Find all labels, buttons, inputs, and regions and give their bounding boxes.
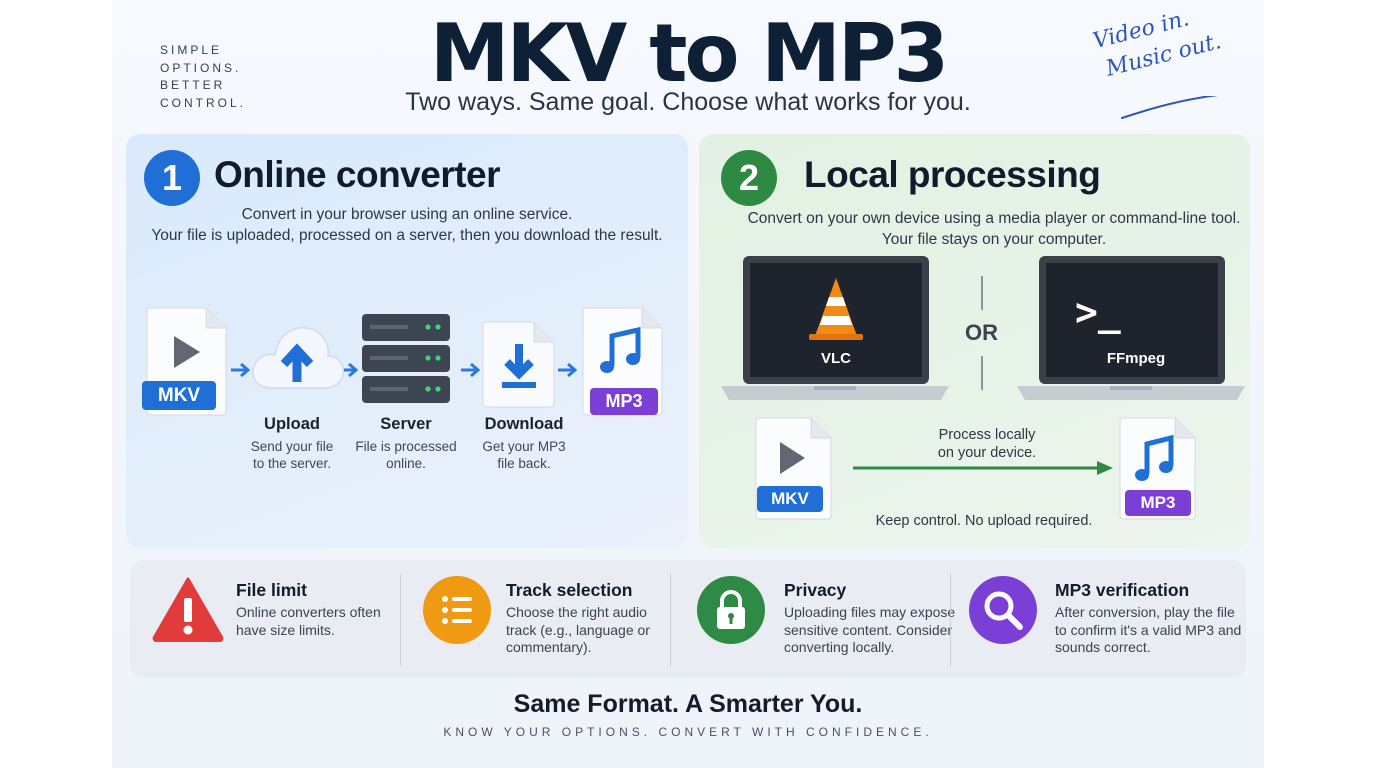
- step-text: Send your file: [250, 439, 334, 454]
- tip-text: After conversion, play the file to confi…: [1055, 604, 1245, 657]
- step-text: file back.: [497, 456, 551, 471]
- step-number-badge: 1: [144, 150, 200, 206]
- tip-text-line: After conversion, play the file: [1055, 604, 1235, 620]
- footer-headline: Same Format. A Smarter You.: [513, 690, 863, 718]
- mp3-badge: MP3: [590, 388, 658, 415]
- process-label-line: Process locally: [938, 427, 1036, 443]
- download-file-icon: [482, 321, 555, 408]
- step-title: Server: [380, 415, 432, 433]
- arrow-right-icon: [558, 362, 578, 378]
- online-converter-title: Online converter: [214, 154, 501, 195]
- page-subtitle: Two ways. Same goal. Choose what works f…: [405, 88, 971, 116]
- online-converter-panel: 1 Online converter Convert in your brows…: [126, 134, 688, 548]
- arrow-right-icon: [461, 362, 481, 378]
- tip-file-limit: File limit Online converters often have …: [236, 580, 406, 639]
- step-number-badge: 2: [721, 150, 777, 206]
- tip-text-line: Choose the right audio: [506, 604, 647, 620]
- tip-text-line: have size limits.: [236, 621, 335, 638]
- tip-text-line: Uploading files may expose: [784, 604, 956, 620]
- step-title: Upload: [264, 415, 320, 433]
- step-title: Download: [484, 415, 564, 433]
- separator-line: [981, 356, 983, 390]
- tagline-line: OPTIONS.: [160, 60, 242, 75]
- local-processing-description: Convert on your own device using a media…: [699, 208, 1264, 250]
- mp3-badge: MP3: [1125, 490, 1191, 516]
- step-download: Download Get your MP3 file back.: [464, 415, 584, 472]
- page-title: MKV to MP3: [429, 7, 949, 100]
- local-processing-panel: 2 Local processing Convert on your own d…: [699, 134, 1250, 548]
- separator-line: [981, 276, 983, 310]
- local-note: Keep control. No upload required.: [875, 513, 1093, 529]
- tip-text-line: converting locally.: [784, 639, 895, 655]
- divider: [670, 574, 671, 666]
- arrow-right-icon: [853, 461, 1113, 475]
- mkv-badge: MKV: [757, 486, 823, 512]
- tip-text-line: to confirm it's a valid MP3 and: [1055, 621, 1242, 638]
- description-line: Convert in your browser using an online …: [241, 206, 573, 223]
- description-line: Your file is uploaded, processed on a se…: [151, 227, 663, 244]
- cloud-upload-icon: [252, 327, 344, 389]
- process-locally-label: Process locally on your device.: [897, 426, 1077, 462]
- arrow-right-icon: [231, 362, 251, 378]
- mkv-badge: MKV: [142, 381, 216, 410]
- tip-text: Choose the right audio track (e.g., lang…: [506, 604, 676, 657]
- or-label: OR: [965, 320, 998, 345]
- local-processing-title: Local processing: [804, 154, 1101, 195]
- tip-title: MP3 verification: [1055, 580, 1190, 600]
- tip-text-line: track (e.g., language or: [506, 621, 650, 638]
- process-label-line: on your device.: [937, 445, 1037, 461]
- tagline: SIMPLE OPTIONS. BETTER CONTROL.: [160, 42, 280, 112]
- vlc-laptop-icon: [721, 256, 949, 400]
- tip-title: Track selection: [506, 580, 633, 600]
- server-icon: [362, 314, 450, 403]
- warning-icon: [152, 577, 224, 642]
- infographic-page: SIMPLE OPTIONS. BETTER CONTROL. MKV to M…: [112, 0, 1264, 768]
- step-upload: Upload Send your file to the server.: [232, 415, 352, 472]
- divider: [400, 574, 401, 666]
- handwritten-underline: [1121, 96, 1219, 119]
- tip-text: Uploading files may expose sensitive con…: [784, 604, 964, 657]
- list-icon: [423, 576, 491, 644]
- step-text: online.: [386, 456, 426, 471]
- tip-text-line: Online converters often: [236, 604, 381, 620]
- step-text: File is processed: [355, 439, 457, 454]
- tagline-line: BETTER: [160, 78, 226, 92]
- step-text: to the server.: [252, 456, 332, 471]
- ffmpeg-label: FFmpeg: [1106, 350, 1166, 367]
- tips-bar: File limit Online converters often have …: [130, 560, 1246, 678]
- lock-icon: [697, 576, 765, 644]
- divider: [950, 574, 951, 666]
- tip-track-selection: Track selection Choose the right audio t…: [506, 580, 676, 657]
- tip-text-line: commentary).: [506, 639, 592, 655]
- tip-text: Online converters often have size limits…: [236, 604, 406, 639]
- tip-title: Privacy: [784, 580, 847, 600]
- ffmpeg-laptop-icon: [1017, 256, 1245, 400]
- vlc-label: VLC: [821, 350, 851, 367]
- step-server: Server File is processed online.: [346, 415, 466, 472]
- footer-subline: KNOW YOUR OPTIONS. CONVERT WITH CONFIDEN…: [443, 725, 933, 739]
- description-line: Your file stays on your computer.: [881, 231, 1107, 248]
- tagline-line: SIMPLE: [160, 43, 223, 57]
- tip-text-line: sounds correct.: [1055, 639, 1151, 655]
- step-text: Get your MP3: [482, 439, 566, 454]
- tip-mp3-verification: MP3 verification After conversion, play …: [1055, 580, 1245, 657]
- tip-title: File limit: [236, 580, 307, 600]
- magnifier-icon: [969, 576, 1037, 644]
- tagline-line: CONTROL.: [160, 95, 247, 110]
- online-converter-description: Convert in your browser using an online …: [126, 204, 688, 246]
- description-line: Convert on your own device using a media…: [747, 210, 1241, 227]
- tip-privacy: Privacy Uploading files may expose sensi…: [784, 580, 964, 657]
- terminal-prompt-icon: >_: [1075, 290, 1121, 334]
- tip-text-line: sensitive content. Consider: [784, 621, 953, 638]
